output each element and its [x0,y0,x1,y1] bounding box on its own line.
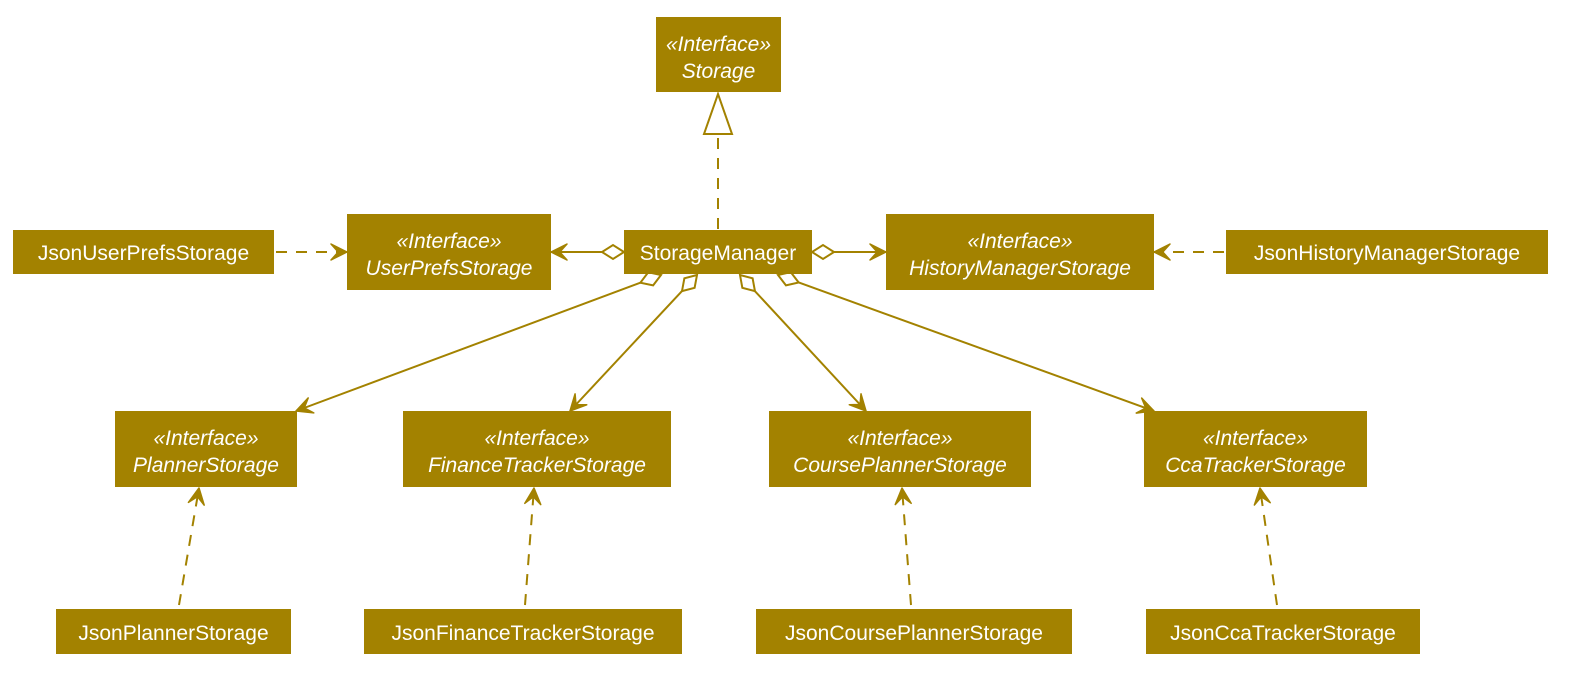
node-history-manager-storage-name: HistoryManagerStorage [909,257,1131,280]
dependency-line-planner [178,487,200,606]
dependency-line-course-planner [901,487,912,606]
dependency-arrowhead-course-planner [894,487,912,506]
node-cca-tracker-storage-name: CcaTrackerStorage [1165,454,1346,477]
node-user-prefs-storage-name: UserPrefsStorage [366,257,533,280]
node-user-prefs-storage-stereotype: «Interface» [396,230,501,253]
aggregation-diamond-course-planner [738,273,757,293]
node-planner-storage[interactable]: «Interface» PlannerStorage [115,411,297,487]
edges-layer [178,90,1278,606]
aggregation-arrowhead-planner [295,397,315,414]
aggregation-line-finance-tracker [569,290,683,412]
node-storage-name: Storage [682,60,756,83]
node-json-cca-tracker-storage[interactable]: JsonCcaTrackerStorage [1146,609,1420,654]
node-planner-storage-name: PlannerStorage [133,454,279,477]
node-cca-tracker-storage[interactable]: «Interface» CcaTrackerStorage [1144,411,1367,487]
dependency-line-finance-tracker [524,487,535,606]
node-finance-tracker-storage-stereotype: «Interface» [484,427,589,450]
node-json-user-prefs-storage-name: JsonUserPrefsStorage [38,242,249,265]
dependency-arrowhead-history-manager [1153,243,1171,261]
node-json-finance-tracker-storage[interactable]: JsonFinanceTrackerStorage [364,609,682,654]
node-course-planner-storage[interactable]: «Interface» CoursePlannerStorage [769,411,1031,487]
dependency-arrowhead-user-prefs [330,243,348,261]
node-storage-manager[interactable]: StorageManager [624,230,812,274]
aggregation-line-planner [295,281,641,412]
node-history-manager-storage[interactable]: «Interface» HistoryManagerStorage [886,214,1154,290]
aggregation-diamond-finance-tracker [680,273,699,293]
realization-triangle-storage [702,90,734,135]
node-cca-tracker-storage-stereotype: «Interface» [1203,427,1308,450]
node-json-history-manager-storage[interactable]: JsonHistoryManagerStorage [1226,230,1548,274]
node-json-finance-tracker-storage-name: JsonFinanceTrackerStorage [391,622,654,645]
aggregation-line-cca-tracker [798,281,1155,412]
aggregation-diamond-planner [638,271,663,287]
node-course-planner-storage-name: CoursePlannerStorage [793,454,1007,477]
dependency-arrowhead-finance-tracker [524,487,542,506]
node-json-course-planner-storage[interactable]: JsonCoursePlannerStorage [756,609,1072,654]
aggregation-diamond-cca-tracker [776,271,801,287]
dependency-arrowhead-cca-tracker [1253,487,1271,506]
node-storage-stereotype: «Interface» [666,33,771,56]
node-json-course-planner-storage-name: JsonCoursePlannerStorage [785,622,1043,645]
aggregation-arrowhead-user-prefs [550,243,568,261]
nodes-layer: «Interface» Storage StorageManager JsonU… [13,17,1548,654]
node-storage[interactable]: «Interface» Storage [656,17,781,92]
node-json-planner-storage[interactable]: JsonPlannerStorage [56,609,291,654]
node-planner-storage-stereotype: «Interface» [153,427,258,450]
node-user-prefs-storage[interactable]: «Interface» UserPrefsStorage [347,214,551,290]
node-course-planner-storage-stereotype: «Interface» [847,427,952,450]
aggregation-line-course-planner [754,290,867,412]
node-finance-tracker-storage[interactable]: «Interface» FinanceTrackerStorage [403,411,671,487]
node-json-cca-tracker-storage-name: JsonCcaTrackerStorage [1170,622,1396,645]
dependency-line-cca-tracker [1259,487,1278,606]
node-json-planner-storage-name: JsonPlannerStorage [78,622,268,645]
dependency-arrowhead-planner [187,487,205,506]
node-storage-manager-name: StorageManager [640,242,796,265]
node-finance-tracker-storage-name: FinanceTrackerStorage [428,454,646,477]
aggregation-arrowhead-course-planner [848,393,867,412]
node-history-manager-storage-stereotype: «Interface» [967,230,1072,253]
node-json-user-prefs-storage[interactable]: JsonUserPrefsStorage [13,230,274,274]
aggregation-diamond-history-manager [810,243,836,261]
node-json-history-manager-storage-name: JsonHistoryManagerStorage [1254,242,1520,265]
aggregation-arrowhead-history-manager [869,243,887,261]
aggregation-diamond-user-prefs [600,243,626,261]
aggregation-arrowhead-finance-tracker [569,393,588,412]
